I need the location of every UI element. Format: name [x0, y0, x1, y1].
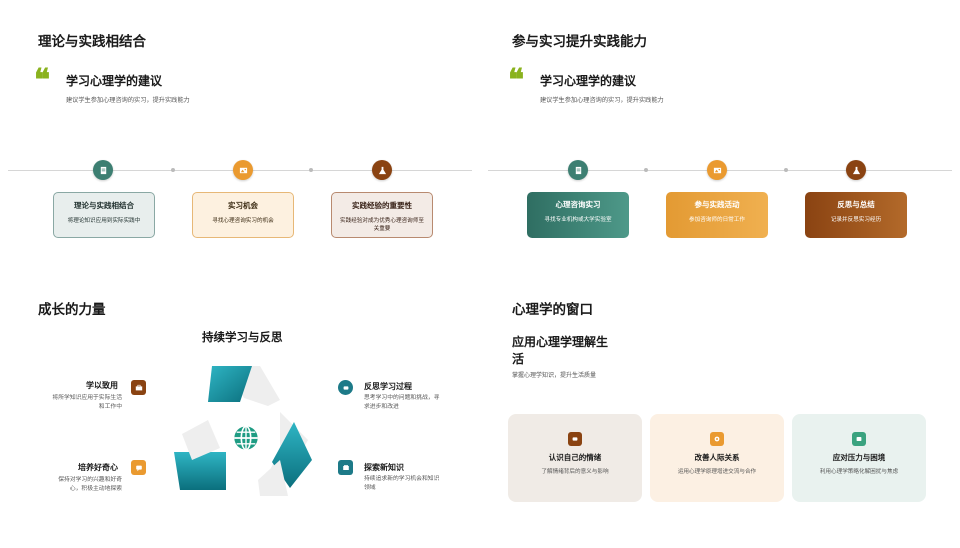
image-icon [233, 160, 253, 180]
recycle-arrows-graphic [174, 366, 312, 496]
globe-icon [229, 421, 263, 455]
card-relationships: 改善人际关系 运用心理学原理增进交流与合作 [650, 414, 784, 502]
flask-icon [846, 160, 866, 180]
document-icon [568, 160, 588, 180]
slide-title: 理论与实践相结合 [38, 34, 146, 50]
image-icon [707, 160, 727, 180]
card-title: 理论与实践相结合 [74, 201, 134, 210]
quote-subtitle: 建议学生参加心理咨询的实习，提升实践能力 [540, 97, 664, 104]
card-title: 认识自己的情绪 [548, 453, 602, 462]
card-experience-importance: 实践经验的重要性 实践经验对成为优秀心理咨询师至关重要 [331, 192, 433, 238]
card-practice-activities: 参与实践活动 参加咨询师的日常工作 [666, 192, 768, 238]
quote-heading: 学习心理学的建议 [66, 74, 163, 88]
card-reflection-summary: 反思与总结 记录并反思实习经历 [805, 192, 907, 238]
card-desc: 实践经验对成为优秀心理咨询师至关重要 [340, 218, 424, 233]
explore-icon [338, 460, 353, 475]
slide-psychology-window: 心理学的窗口 应用心理学理解生活 掌握心理学知识，提升生活质量 认识自己的情绪 … [480, 274, 960, 548]
center-title: 持续学习与反思 [202, 330, 283, 344]
quote-icon: ❝ [508, 63, 524, 98]
card-desc: 寻找心理咨询实习的机会 [212, 218, 274, 224]
card-counseling-internship: 心理咨询实习 寻找专业机构或大学实验室 [527, 192, 629, 238]
quote-heading: 学习心理学的建议 [540, 74, 637, 88]
card-title: 实习机会 [228, 201, 258, 210]
slide-title: 心理学的窗口 [512, 302, 593, 318]
slide-growth: 成长的力量 持续学习与反思 学以致用 将所学知识应用于实际生活和工作中 [0, 274, 480, 548]
card-title: 心理咨询实习 [555, 200, 601, 209]
item-title: 学以致用 [86, 381, 118, 390]
card-theory-practice: 理论与实践相结合 将理论知识应用到实际实践中 [53, 192, 155, 238]
card-title: 改善人际关系 [694, 453, 740, 462]
document-icon [93, 160, 113, 180]
card-stress-coping: 应对压力与困境 利用心理学策略化解困扰与焦虑 [792, 414, 926, 502]
card-desc: 寻找专业机构或大学实验室 [544, 217, 612, 223]
card-desc: 记录并反思实习经历 [830, 217, 882, 223]
slide-theory-practice: 理论与实践相结合 ❝ 学习心理学的建议 建议学生参加心理咨询的实习，提升实践能力… [0, 0, 480, 274]
card-desc: 参加咨询师的日常工作 [689, 217, 745, 223]
slide-internship: 参与实习提升实践能力 ❝ 学习心理学的建议 建议学生参加心理咨询的实习，提升实践… [480, 0, 960, 274]
item-desc: 保持对学习的兴趣和好奇心，积极主动地探索 [58, 477, 122, 493]
card-title: 实践经验的重要性 [352, 201, 412, 210]
card-desc: 利用心理学策略化解困扰与焦虑 [819, 469, 899, 475]
card-know-emotions: 认识自己的情绪 了解情绪背后的意义与影响 [508, 414, 642, 502]
timeline-dot [644, 168, 648, 172]
quote-icon: ❝ [34, 63, 50, 98]
item-title: 培养好奇心 [78, 463, 118, 472]
emotion-icon [568, 432, 582, 446]
gear-icon [710, 432, 724, 446]
item-desc: 思考学习中的问题和挑战，寻求进步和改进 [364, 395, 440, 411]
item-desc: 将所学知识应用于实际生活和工作中 [52, 395, 122, 411]
card-desc: 将理论知识应用到实际实践中 [67, 218, 141, 224]
item-title: 反思学习过程 [364, 382, 412, 391]
timeline-dot [784, 168, 788, 172]
card-title: 反思与总结 [837, 200, 875, 209]
item-desc: 持续追求新的学习机会和知识领域 [364, 476, 440, 492]
card-title: 参与实践活动 [694, 200, 740, 209]
timeline-dot [309, 168, 313, 172]
timeline-dot [171, 168, 175, 172]
briefcase-icon [131, 380, 146, 395]
quote-subtitle: 建议学生参加心理咨询的实习，提升实践能力 [66, 97, 190, 104]
chat-icon [131, 460, 146, 475]
card-internship-opportunity: 实习机会 寻找心理咨询实习的机会 [192, 192, 294, 238]
flask-icon [372, 160, 392, 180]
slide-title: 参与实习提升实践能力 [512, 34, 647, 50]
slide-title: 成长的力量 [38, 302, 106, 318]
card-desc: 运用心理学原理增进交流与合作 [677, 469, 757, 475]
reflect-icon [338, 380, 353, 395]
card-title: 应对压力与困境 [832, 453, 886, 462]
item-title: 探索新知识 [364, 463, 404, 472]
section-heading: 应用心理学理解生活 [512, 335, 609, 366]
section-subtitle: 掌握心理学知识，提升生活质量 [512, 372, 597, 379]
stress-icon [852, 432, 866, 446]
card-desc: 了解情绪背后的意义与影响 [541, 469, 609, 475]
